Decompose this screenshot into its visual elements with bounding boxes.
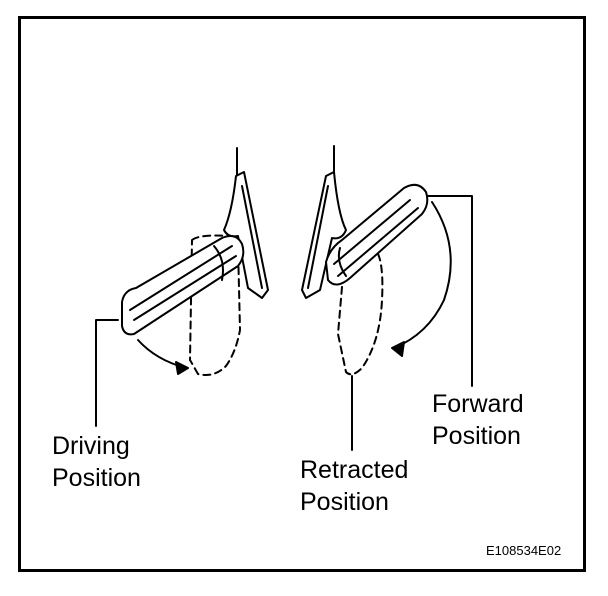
label-retracted-line1: Retracted <box>300 456 409 484</box>
left-retracted-outline <box>189 234 241 376</box>
label-forward-line2: Position <box>432 422 521 450</box>
label-retracted-position: Retracted Position <box>300 454 408 518</box>
label-driving-position: Driving Position <box>52 430 141 494</box>
diagram-frame <box>18 16 586 572</box>
label-forward-position: Forward Position <box>432 388 524 452</box>
left-mirror <box>95 147 269 427</box>
figure-id: E108534E02 <box>486 543 562 558</box>
label-driving-line1: Driving <box>52 432 130 460</box>
label-driving-line2: Position <box>52 464 141 492</box>
right-retracted-outline <box>337 239 384 376</box>
label-retracted-line2: Position <box>300 488 389 516</box>
right-rotation-arrow <box>393 201 452 349</box>
label-forward-line1: Forward <box>432 390 524 418</box>
right-mirror <box>301 145 473 451</box>
